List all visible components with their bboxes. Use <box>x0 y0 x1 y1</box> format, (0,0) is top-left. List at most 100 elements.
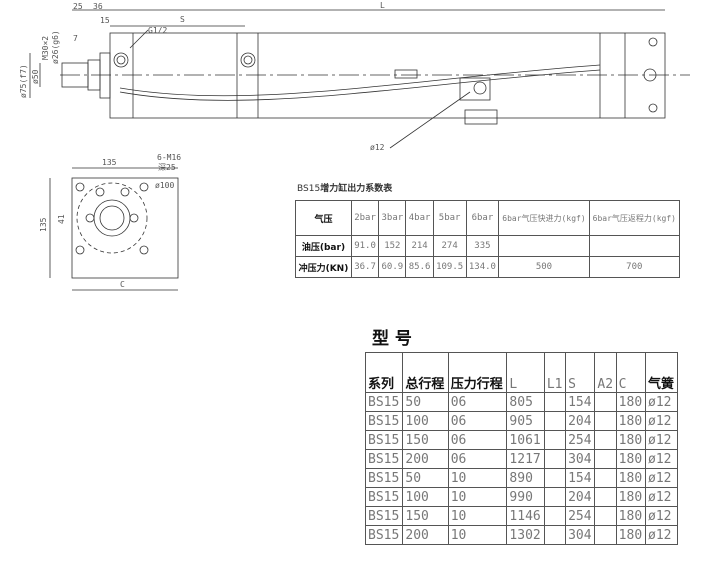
cell: BS15 <box>364 525 404 545</box>
row-label: 油压(bar) <box>295 235 352 257</box>
row-label: 冲压力(KN) <box>295 256 352 278</box>
title-text: 增力缸出力系数表 <box>320 184 393 194</box>
dim-41: 41 <box>57 214 66 224</box>
cell: 10 <box>447 525 508 545</box>
cell: ø12 <box>645 525 678 545</box>
dim-w135: 135 <box>102 158 117 167</box>
cell: 50 <box>402 392 449 412</box>
dim-25: 25 <box>73 2 83 11</box>
cell: 1217 <box>506 449 545 469</box>
cell <box>594 411 617 431</box>
header-cell: C <box>615 352 647 393</box>
cell: 60.9 <box>378 256 407 278</box>
cell: 134.0 <box>465 256 500 278</box>
cell: 180 <box>615 506 647 526</box>
header-cell: L <box>506 352 545 393</box>
cell <box>543 430 567 450</box>
cell: 335 <box>465 235 500 257</box>
cell: 10 <box>447 506 508 526</box>
dim-M30: M30×2 <box>41 36 50 60</box>
cell: ø12 <box>645 468 678 488</box>
cell: 180 <box>615 392 647 412</box>
header-cell: 气压 <box>295 200 352 236</box>
side-view <box>29 9 690 149</box>
dim-15: 15 <box>100 16 110 25</box>
cell: 905 <box>506 411 545 431</box>
cell: BS15 <box>364 449 404 469</box>
cell: 85.6 <box>405 256 434 278</box>
table-row: 油压(bar) 91.0 152 214 274 335 <box>295 235 681 257</box>
end-view <box>49 167 179 291</box>
dim-deep: 深25 <box>158 163 176 172</box>
header-cell: 2bar <box>350 200 380 236</box>
cell: 150 <box>402 430 449 450</box>
cell <box>594 392 617 412</box>
cell: BS15 <box>364 411 404 431</box>
cell: 50 <box>402 468 449 488</box>
cell: 154 <box>565 468 596 488</box>
cell: 1302 <box>506 525 545 545</box>
cell: 100 <box>402 411 449 431</box>
dim-36: 36 <box>93 2 103 11</box>
dim-d50: ø50 <box>31 69 40 84</box>
cell: 214 <box>405 235 434 257</box>
header-cell: 3bar <box>378 200 407 236</box>
cell: 1146 <box>506 506 545 526</box>
header-cell: 压力行程 <box>447 352 508 393</box>
cell: 180 <box>615 449 647 469</box>
dim-d75: ø75(f7) <box>19 64 28 98</box>
cell: 500 <box>498 256 590 278</box>
cell <box>543 449 567 469</box>
cell: 06 <box>447 411 508 431</box>
title-code: BS15 <box>297 184 321 194</box>
table-row: 冲压力(KN) 36.7 60.9 85.6 109.5 134.0 500 7… <box>295 256 681 278</box>
cell: 154 <box>565 392 596 412</box>
cell: ø12 <box>645 430 678 450</box>
cell <box>543 487 567 507</box>
cell: 990 <box>506 487 545 507</box>
cell <box>594 525 617 545</box>
cell: 109.5 <box>432 256 467 278</box>
header-cell: 6bar气压快进力(kgf) <box>498 200 590 236</box>
cell: 152 <box>378 235 407 257</box>
dim-7: 7 <box>73 34 78 43</box>
force-table-title: BS15增力缸出力系数表 <box>297 181 392 194</box>
header-cell: 总行程 <box>402 352 449 393</box>
cell: 204 <box>565 487 596 507</box>
cell: ø12 <box>645 411 678 431</box>
cylinder-drawing: L S 25 36 15 7 G1/2 M30×2 ø26(g6) ø75(f7… <box>19 1 690 291</box>
cell <box>543 468 567 488</box>
cell: 06 <box>447 392 508 412</box>
cell: ø12 <box>645 449 678 469</box>
dim-S: S <box>180 15 185 24</box>
cell: 36.7 <box>350 256 380 278</box>
cell <box>594 506 617 526</box>
cell: 06 <box>447 430 508 450</box>
cell: BS15 <box>364 487 404 507</box>
dim-d26: ø26(g6) <box>51 30 60 64</box>
cell: ø12 <box>645 506 678 526</box>
cell: BS15 <box>364 468 404 488</box>
cell: 06 <box>447 449 508 469</box>
header-cell: 6bar气压返程力(kgf) <box>588 200 681 236</box>
cell: BS15 <box>364 392 404 412</box>
cell <box>543 392 567 412</box>
cell: 180 <box>615 487 647 507</box>
dim-L: L <box>380 1 385 10</box>
cell <box>594 487 617 507</box>
cell: 150 <box>402 506 449 526</box>
header-cell: 4bar <box>405 200 434 236</box>
cell: 204 <box>565 411 596 431</box>
cell <box>543 411 567 431</box>
header-row: 气压 2bar 3bar 4bar 5bar 6bar 6bar气压快进力(kg… <box>295 200 681 236</box>
cell: 91.0 <box>350 235 380 257</box>
force-table: 气压 2bar 3bar 4bar 5bar 6bar 6bar气压快进力(kg… <box>295 200 681 278</box>
cell <box>588 235 681 257</box>
